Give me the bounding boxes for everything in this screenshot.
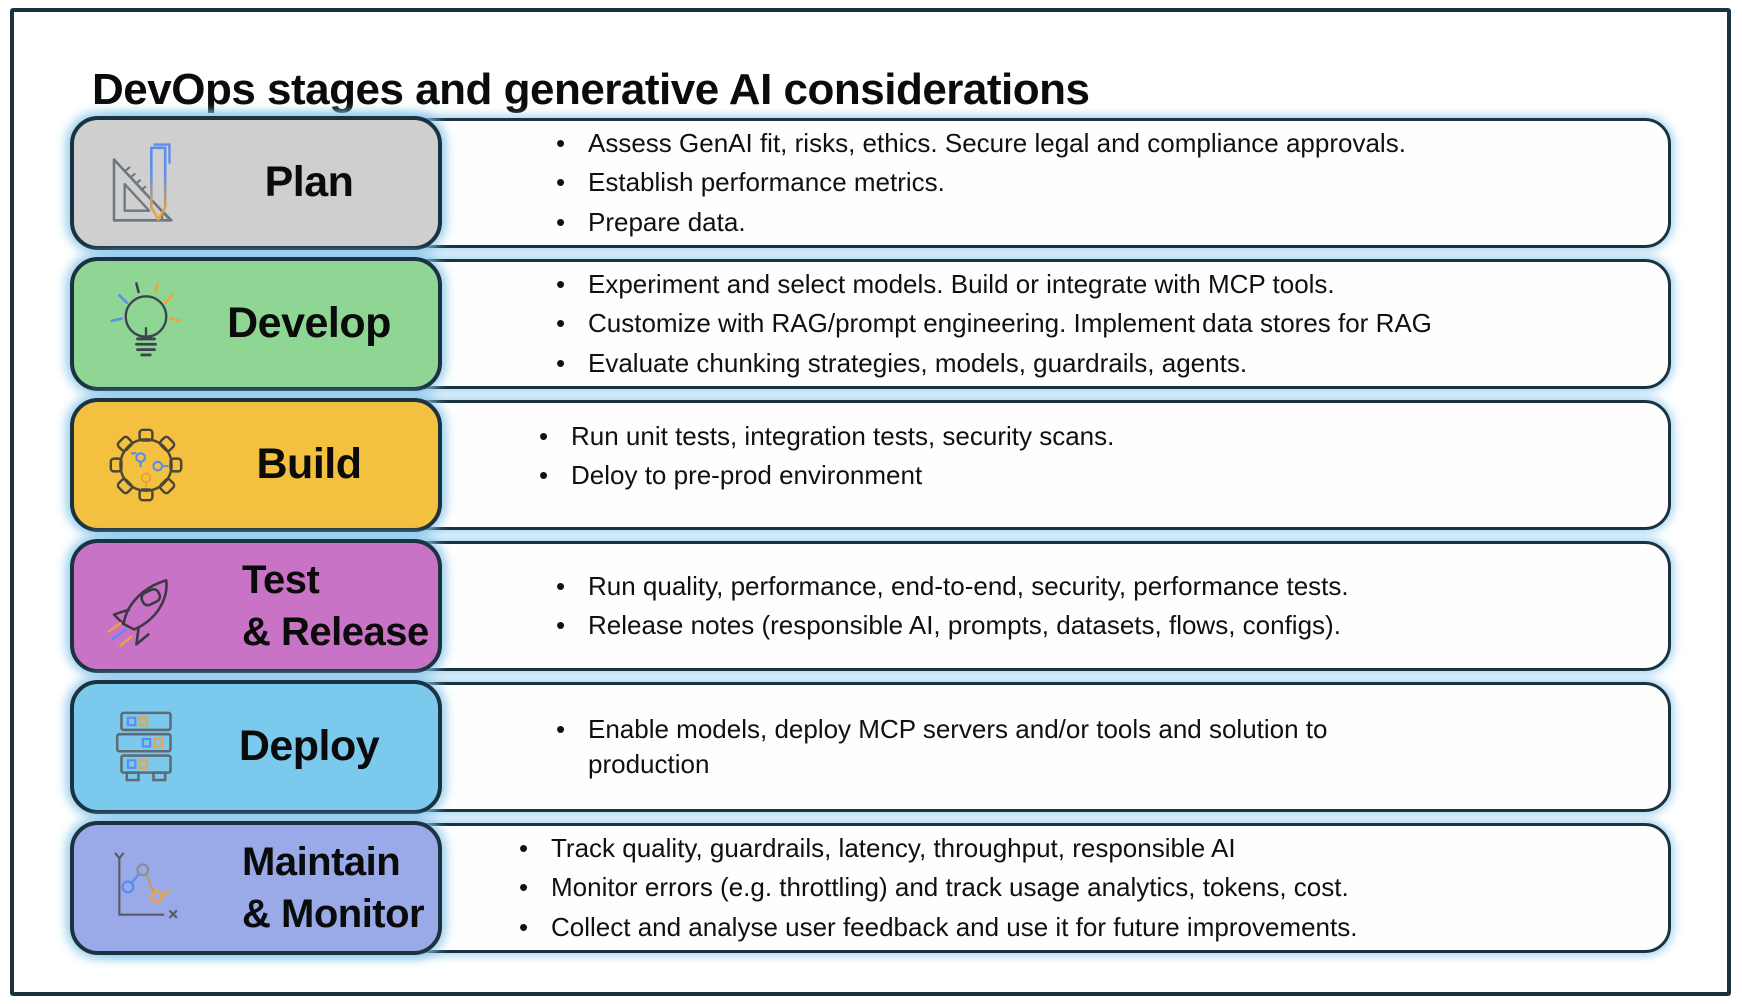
stage-bullet-list: Enable models, deploy MCP servers and/or…	[95, 685, 1668, 809]
bullet-item: Experiment and select models. Build or i…	[550, 267, 1640, 302]
stage-bullet-list: Assess GenAI fit, risks, ethics. Secure …	[95, 121, 1668, 245]
bullet-item: Customize with RAG/prompt engineering. I…	[550, 306, 1640, 341]
bullet-item: Track quality, guardrails, latency, thro…	[513, 831, 1640, 866]
bullet-item: Evaluate chunking strategies, models, gu…	[550, 346, 1640, 381]
bullet-item: Prepare data.	[550, 205, 1640, 240]
bullet-item: Run quality, performance, end-to-end, se…	[550, 569, 1640, 604]
stage-card-deploy: Deploy	[70, 680, 442, 814]
bullet-item: Establish performance metrics.	[550, 165, 1640, 200]
stage-row-test-release: Run quality, performance, end-to-end, se…	[14, 539, 1727, 673]
slide-frame: DevOps stages and generative AI consider…	[10, 8, 1731, 996]
stage-bullet-list: Run unit tests, integration tests, secur…	[95, 403, 1668, 527]
stage-label-line: Plan	[264, 158, 354, 207]
bullet-item: Assess GenAI fit, risks, ethics. Secure …	[550, 126, 1640, 161]
ruler-pencil-icon	[98, 135, 194, 231]
stage-label: Build	[192, 402, 426, 528]
stage-label-line: Develop	[227, 299, 391, 348]
stage-label-line: Deploy	[238, 722, 380, 771]
bullet-item: Collect and analyse user feedback and us…	[513, 910, 1640, 945]
stage-label: Plan	[192, 120, 426, 246]
stage-bullet-list: Run quality, performance, end-to-end, se…	[95, 544, 1668, 668]
rocket-icon	[98, 558, 194, 654]
bullet-item: Run unit tests, integration tests, secur…	[533, 419, 1640, 454]
bullet-item: Monitor errors (e.g. throttling) and tra…	[513, 870, 1640, 905]
stage-label-line: & Monitor	[242, 892, 425, 936]
gear-circuit-icon	[98, 417, 194, 513]
server-rack-icon	[98, 699, 194, 795]
stage-label-line: Maintain	[242, 840, 401, 884]
stage-label-line: Build	[256, 440, 362, 489]
stage-rows: Assess GenAI fit, risks, ethics. Secure …	[14, 116, 1727, 962]
stage-card-plan: Plan	[70, 116, 442, 250]
stage-card-develop: Develop	[70, 257, 442, 391]
stage-card-test-release: Test & Release	[70, 539, 442, 673]
bullet-item: Release notes (responsible AI, prompts, …	[550, 608, 1640, 643]
stage-row-maintain-monitor: Track quality, guardrails, latency, thro…	[14, 821, 1727, 955]
stage-bullet-list: Experiment and select models. Build or i…	[95, 262, 1668, 386]
stage-label-line: & Release	[242, 610, 429, 654]
stage-label: Deploy	[192, 684, 426, 810]
lightbulb-icon	[98, 276, 194, 372]
stage-label: Develop	[192, 261, 426, 387]
line-chart-icon	[98, 840, 194, 936]
stage-card-build: Build	[70, 398, 442, 532]
bullet-item: Enable models, deploy MCP servers and/or…	[550, 712, 1418, 782]
bullet-item: Deloy to pre-prod environment	[533, 458, 1640, 493]
stage-row-build: Run unit tests, integration tests, secur…	[14, 398, 1727, 532]
stage-card-maintain-monitor: Maintain & Monitor	[70, 821, 442, 955]
stage-bullet-list: Track quality, guardrails, latency, thro…	[95, 826, 1668, 950]
stage-label: Maintain & Monitor	[242, 825, 432, 951]
page-title: DevOps stages and generative AI consider…	[92, 65, 1090, 115]
stage-row-plan: Assess GenAI fit, risks, ethics. Secure …	[14, 116, 1727, 250]
stage-label: Test & Release	[242, 543, 432, 669]
stage-row-develop: Experiment and select models. Build or i…	[14, 257, 1727, 391]
stage-row-deploy: Enable models, deploy MCP servers and/or…	[14, 680, 1727, 814]
stage-label-line: Test	[242, 558, 320, 602]
